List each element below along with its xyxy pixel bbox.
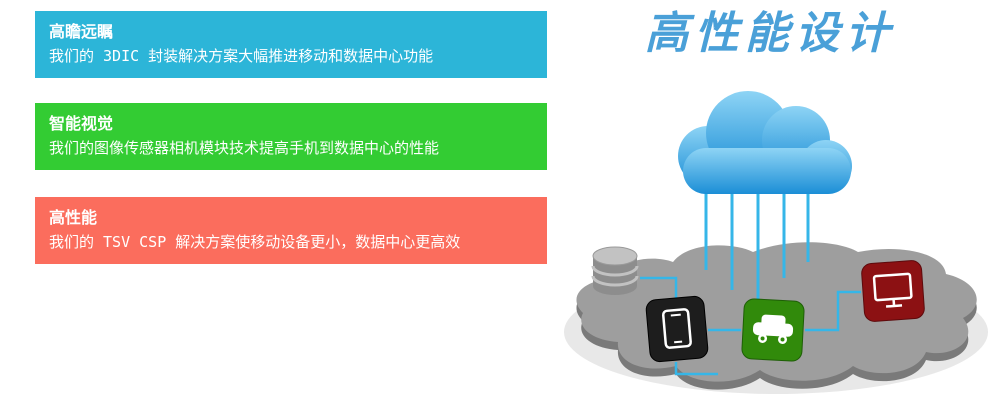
cloud-network-illustration <box>548 78 1000 400</box>
database-icon <box>591 246 639 295</box>
banner-title: 高瞻远瞩 <box>49 22 114 41</box>
page-title: 高性能设计 <box>644 8 896 59</box>
banner-title: 智能视觉 <box>49 114 114 133</box>
monitor-icon <box>861 260 925 322</box>
cloud-icon <box>678 91 852 194</box>
cloud-connection-lines <box>704 186 810 306</box>
banner-high-performance: 高性能 我们的 TSV CSP 解决方案使移动设备更小，数据中心更高效 <box>35 197 547 265</box>
banner-subtitle: 我们的图像传感器相机模块技术提高手机到数据中心的性能 <box>49 138 440 157</box>
banner-vision: 高瞻远瞩 我们的 3DIC 封装解决方案大幅推进移动和数据中心功能 <box>35 11 547 79</box>
banner-subtitle: 我们的 3DIC 封装解决方案大幅推进移动和数据中心功能 <box>49 46 434 65</box>
car-icon <box>741 298 805 362</box>
banner-title: 高性能 <box>49 208 98 227</box>
banner-smart-vision: 智能视觉 我们的图像传感器相机模块技术提高手机到数据中心的性能 <box>35 103 547 171</box>
smartphone-icon <box>645 295 709 363</box>
circuit-lines <box>640 276 861 376</box>
banner-subtitle: 我们的 TSV CSP 解决方案使移动设备更小，数据中心更高效 <box>49 232 461 251</box>
